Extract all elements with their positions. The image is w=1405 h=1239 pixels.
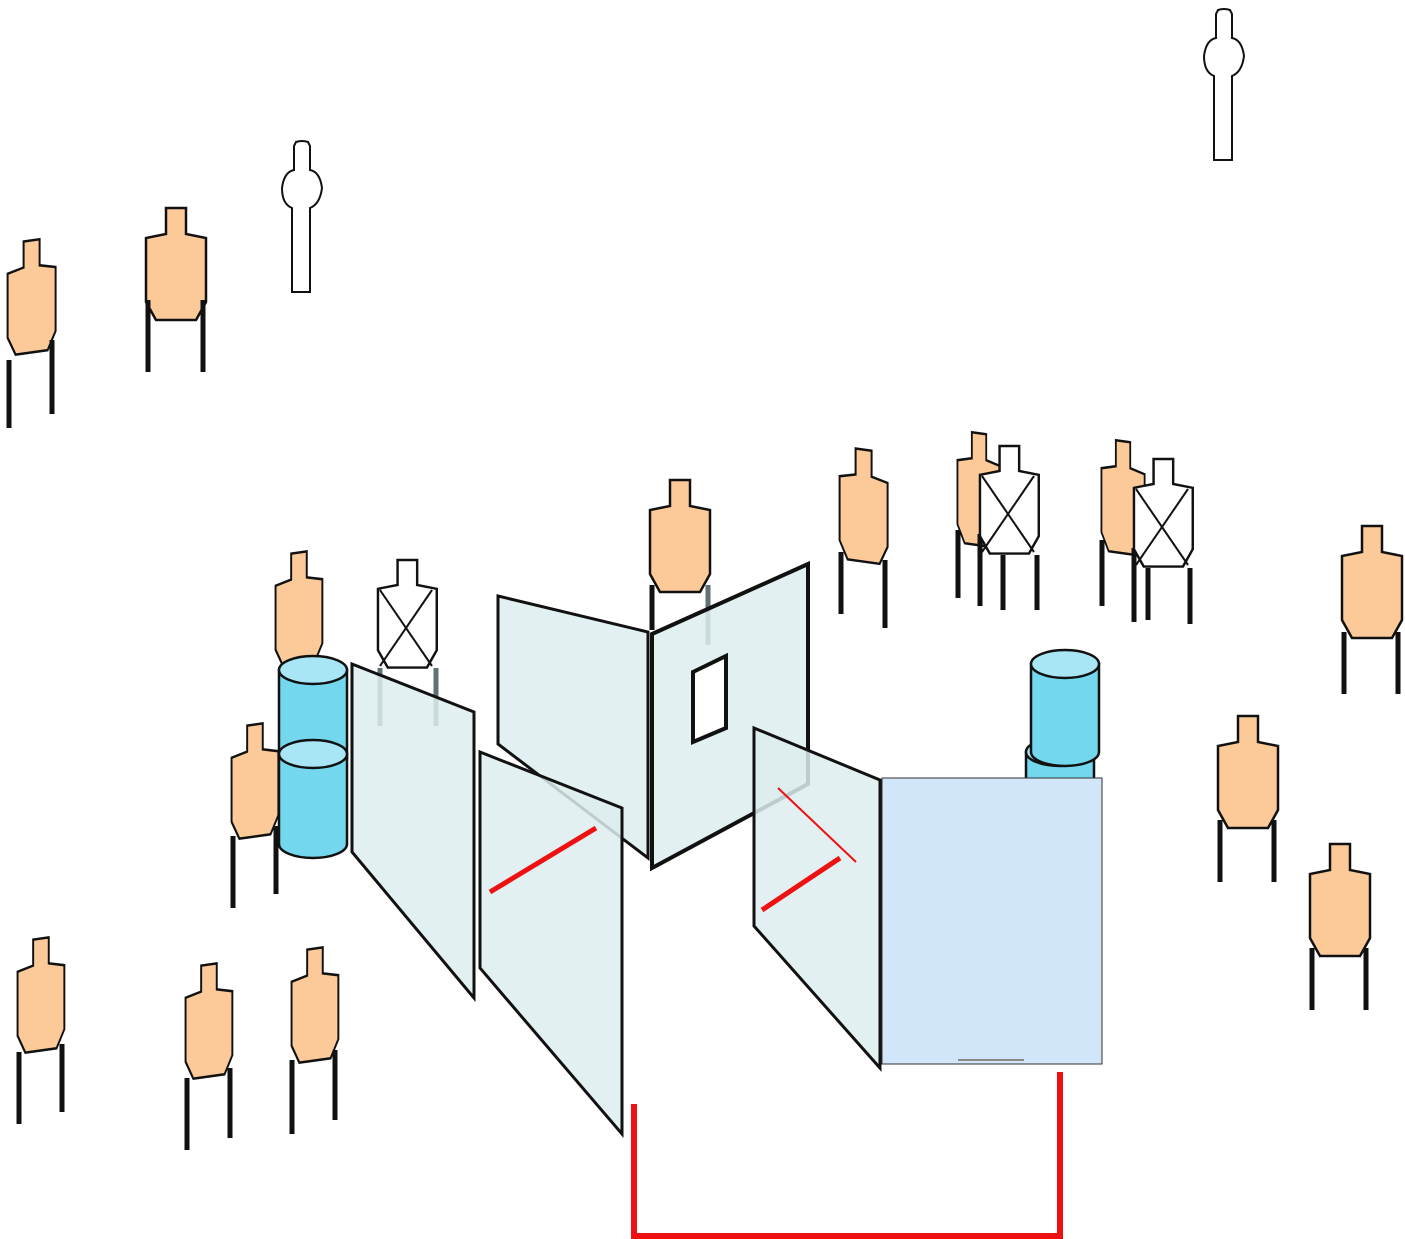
- shoot-target: [1216, 714, 1280, 830]
- wall-panel: [350, 661, 476, 1003]
- no-shoot-target: [376, 558, 438, 669]
- wall-panel: [496, 594, 650, 862]
- fault-line: [760, 855, 842, 913]
- shoot-target: [1308, 842, 1372, 958]
- shoot-target: [6, 235, 57, 358]
- shoot-target: [290, 943, 340, 1066]
- steel-popper: [1203, 8, 1245, 161]
- shoot-target: [184, 959, 234, 1082]
- steel-popper: [281, 140, 323, 293]
- barrel: [277, 738, 349, 860]
- shoot-target: [230, 719, 280, 842]
- shoot-target: [648, 478, 712, 594]
- shoot-target: [16, 933, 66, 1056]
- wall-panel: [478, 749, 624, 1139]
- fault-line: [488, 825, 598, 895]
- shooting-box: [631, 1072, 1063, 1239]
- shoot-target: [1340, 524, 1404, 640]
- shoot-target: [838, 444, 889, 567]
- no-shoot-target: [978, 444, 1040, 555]
- door-panel: [881, 777, 1103, 1065]
- wall-panel: [752, 725, 882, 1072]
- barrel: [1029, 648, 1101, 768]
- shoot-target: [274, 547, 324, 670]
- window-port: [691, 652, 728, 746]
- no-shoot-target: [1132, 457, 1194, 568]
- fault-line-thin: [777, 787, 857, 863]
- shoot-target: [144, 206, 208, 322]
